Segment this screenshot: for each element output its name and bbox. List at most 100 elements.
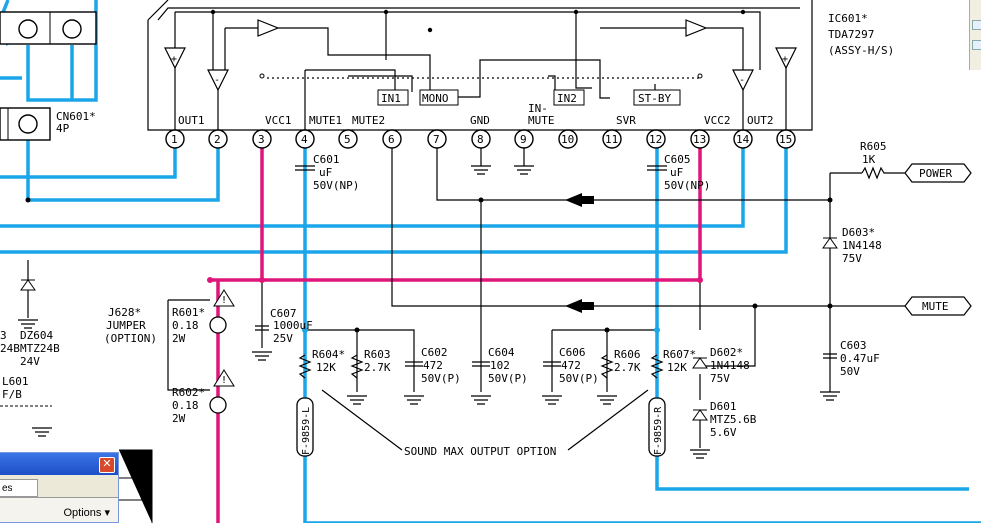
j628-ref: J628* xyxy=(108,306,141,319)
d602-v: 75V xyxy=(710,372,730,385)
pin-6: 6 xyxy=(388,133,395,146)
r604-ref: R604* xyxy=(312,348,345,361)
pin-label-mute2: MUTE2 xyxy=(352,114,385,127)
ic-ref: IC601* xyxy=(828,12,868,25)
resistor-glyphs xyxy=(298,166,886,379)
c603-v: 50V xyxy=(840,365,860,378)
dialog-body xyxy=(0,497,118,522)
svg-text:-: - xyxy=(214,75,220,86)
fuse-resistors: !! xyxy=(209,289,235,414)
c605-ref: C605 xyxy=(664,153,691,166)
filter-capsules xyxy=(296,397,666,457)
r602-ref: R602* xyxy=(172,386,205,399)
r601-p: 2W xyxy=(172,332,186,345)
pin-label-in-a: IN- xyxy=(528,102,548,115)
dz604-v: 24V xyxy=(20,355,40,368)
pin-label-vcc1: VCC1 xyxy=(265,114,292,127)
panel-checkbox[interactable] xyxy=(972,20,981,30)
c605-l2: 50V(NP) xyxy=(664,179,710,192)
internal-mono-label: MONO xyxy=(422,92,449,105)
c604-ref: C604 xyxy=(488,346,515,359)
filter-left-label: F-9859-L xyxy=(301,407,312,455)
c603-val: 0.47uF xyxy=(840,352,880,365)
c602-ref: C602 xyxy=(421,346,448,359)
dialog-titlebar[interactable]: ✕ xyxy=(0,453,118,475)
options-label: Options xyxy=(63,507,102,519)
pin-13: 13 xyxy=(693,133,706,146)
j628-l2: (OPTION) xyxy=(104,332,157,345)
internal-in1-label: IN1 xyxy=(381,92,401,105)
dz604-ref: DZ604 xyxy=(20,329,53,342)
ic-pins xyxy=(165,129,796,149)
r605-ref: R605 xyxy=(860,140,887,153)
c602-v: 50V(P) xyxy=(421,372,461,385)
c601-ref: C601 xyxy=(313,153,340,166)
pin-3: 3 xyxy=(258,133,265,146)
ic-part: TDA7297 xyxy=(828,28,874,41)
pin-5: 5 xyxy=(344,133,351,146)
pin-10: 10 xyxy=(561,133,574,146)
pin-4: 4 xyxy=(301,133,308,146)
pin-label-vcc2: VCC2 xyxy=(704,114,731,127)
right-panel-strip xyxy=(969,0,981,70)
pin-15: 15 xyxy=(779,133,792,146)
dz604-left2: 24B xyxy=(0,342,20,355)
pin-8: 8 xyxy=(477,133,484,146)
pin-label-out2: OUT2 xyxy=(747,114,774,127)
sound-max-label: SOUND MAX OUTPUT OPTION xyxy=(404,445,556,458)
dialog-tab[interactable]: es xyxy=(0,479,38,497)
chevron-down-icon: ▾ xyxy=(104,507,110,519)
svg-text:!: ! xyxy=(221,375,227,386)
ground-symbols xyxy=(18,165,840,459)
svg-text:+: + xyxy=(171,54,177,65)
r604-val: 12K xyxy=(316,361,336,374)
c605-l1: uF xyxy=(670,166,683,179)
r606-val: 2.7K xyxy=(614,361,641,374)
c604-v: 50V(P) xyxy=(488,372,528,385)
d601-v: 5.6V xyxy=(710,426,737,439)
pin-14: 14 xyxy=(736,133,750,146)
ic-assy: (ASSY-H/S) xyxy=(828,44,894,57)
filter-right-label: F-9859-R xyxy=(653,406,664,455)
l601-val: F/B xyxy=(2,388,22,401)
pin-label-gnd: GND xyxy=(470,114,490,127)
r602-val: 0.18 xyxy=(172,399,199,412)
dz604-part: MTZ24B xyxy=(20,342,60,355)
internal-in2-label: IN2 xyxy=(557,92,577,105)
pin-12: 12 xyxy=(649,133,662,146)
connector-cn601 xyxy=(0,11,97,141)
r607-ref: R607* xyxy=(663,348,696,361)
c601-l1: uF xyxy=(319,166,332,179)
cn601-pins: 4P xyxy=(56,122,70,135)
l601-ref: L601 xyxy=(2,375,29,388)
c601-l2: 50V(NP) xyxy=(313,179,359,192)
c602-val: 472 xyxy=(423,359,443,372)
c606-v: 50V(P) xyxy=(559,372,599,385)
svg-text:+: + xyxy=(782,54,788,65)
pin-2: 2 xyxy=(214,133,221,146)
diode-glyphs xyxy=(0,237,838,421)
svg-text:!: ! xyxy=(221,295,227,306)
d602-part: 1N4148 xyxy=(710,359,750,372)
j628-l1: JUMPER xyxy=(106,319,146,332)
panel-checkbox[interactable] xyxy=(972,40,981,50)
cn601-ref: CN601* xyxy=(56,110,96,123)
table-lines xyxy=(119,449,153,523)
pin-1: 1 xyxy=(171,133,178,146)
d601-ref: D601 xyxy=(710,400,737,413)
d603-ref: D603* xyxy=(842,226,875,239)
close-icon[interactable]: ✕ xyxy=(99,457,115,473)
pin-label-in-b: MUTE xyxy=(528,114,555,127)
mute-tag: MUTE xyxy=(922,300,949,313)
power-tag: POWER xyxy=(919,167,952,180)
dz604-left: 3 xyxy=(0,329,7,342)
r605-val: 1K xyxy=(862,153,876,166)
d603-v: 75V xyxy=(842,252,862,265)
signal-tags xyxy=(904,163,972,316)
c603-ref: C603 xyxy=(840,339,867,352)
dialog-window: ✕ es Options ▾ xyxy=(0,452,119,523)
r602-p: 2W xyxy=(172,412,186,425)
c607-v: 25V xyxy=(273,332,293,345)
options-dropdown[interactable]: Options ▾ xyxy=(63,506,110,519)
d601-part: MTZ5.6B xyxy=(710,413,757,426)
